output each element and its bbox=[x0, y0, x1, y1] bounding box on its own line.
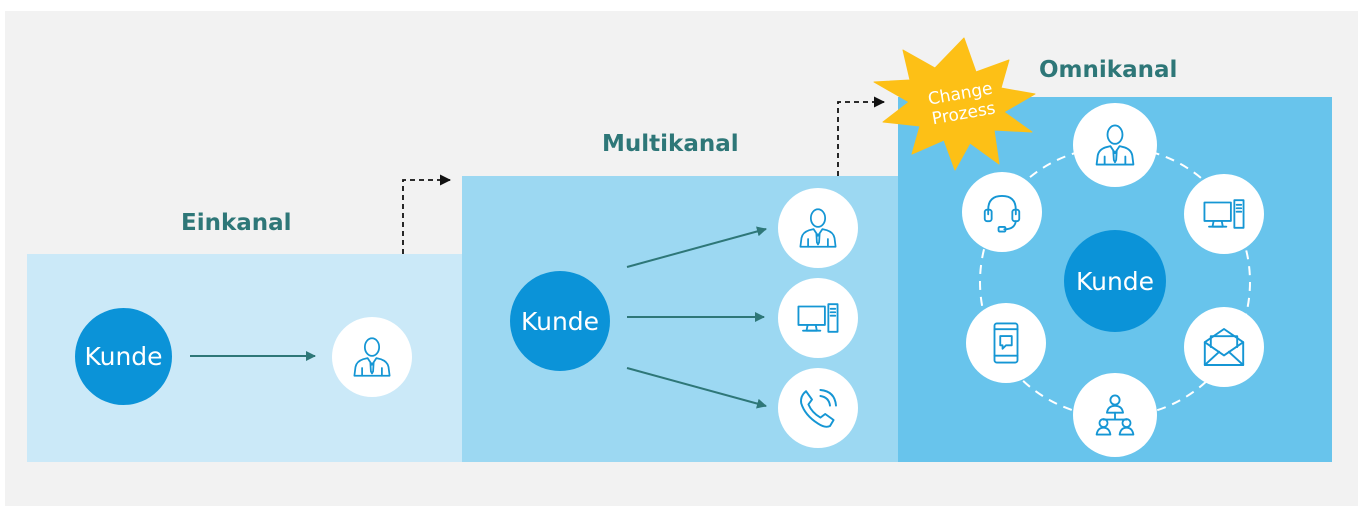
multikanal-kunde-circle: Kunde bbox=[510, 271, 610, 371]
kunde-label: Kunde bbox=[520, 306, 600, 336]
omni-computer-circle bbox=[1184, 174, 1264, 254]
kunde-label: Kunde bbox=[84, 342, 163, 371]
progress-arrow-to-multi bbox=[402, 174, 451, 254]
mobile-chat-icon bbox=[993, 322, 1019, 364]
change-starburst: Change Prozess bbox=[873, 37, 1036, 171]
einkanal-kunde-circle: Kunde bbox=[75, 308, 172, 405]
multi-arrow-agent bbox=[626, 226, 767, 268]
computer-icon bbox=[797, 303, 839, 333]
omnikanal-kunde-circle: Kunde bbox=[1064, 230, 1166, 332]
multikanal-phone-circle bbox=[778, 368, 858, 448]
computer-icon bbox=[1203, 199, 1245, 229]
multikanal-agent-circle bbox=[778, 188, 858, 268]
einkanal-agent-circle bbox=[332, 317, 412, 397]
omnikanal-title: Omnikanal bbox=[1039, 57, 1178, 83]
progress-arrow-to-omni bbox=[837, 96, 885, 176]
omni-mobile-chat-circle bbox=[966, 303, 1046, 383]
einkanal-title: Einkanal bbox=[181, 210, 292, 236]
phone-icon bbox=[800, 389, 837, 428]
omni-network-circle bbox=[1073, 373, 1157, 457]
email-icon bbox=[1203, 328, 1245, 366]
network-icon bbox=[1095, 394, 1135, 436]
multikanal-computer-circle bbox=[778, 278, 858, 358]
multi-arrow-phone bbox=[626, 367, 767, 409]
omni-agent-circle bbox=[1073, 103, 1157, 187]
agent-icon bbox=[1095, 124, 1135, 166]
kunde-label: Kunde bbox=[1075, 266, 1155, 296]
agent-icon bbox=[799, 208, 837, 248]
multikanal-title: Multikanal bbox=[602, 131, 739, 157]
omni-email-circle bbox=[1184, 307, 1264, 387]
headset-icon bbox=[983, 194, 1021, 233]
agent-icon bbox=[353, 337, 391, 377]
omni-headset-circle bbox=[962, 172, 1042, 252]
